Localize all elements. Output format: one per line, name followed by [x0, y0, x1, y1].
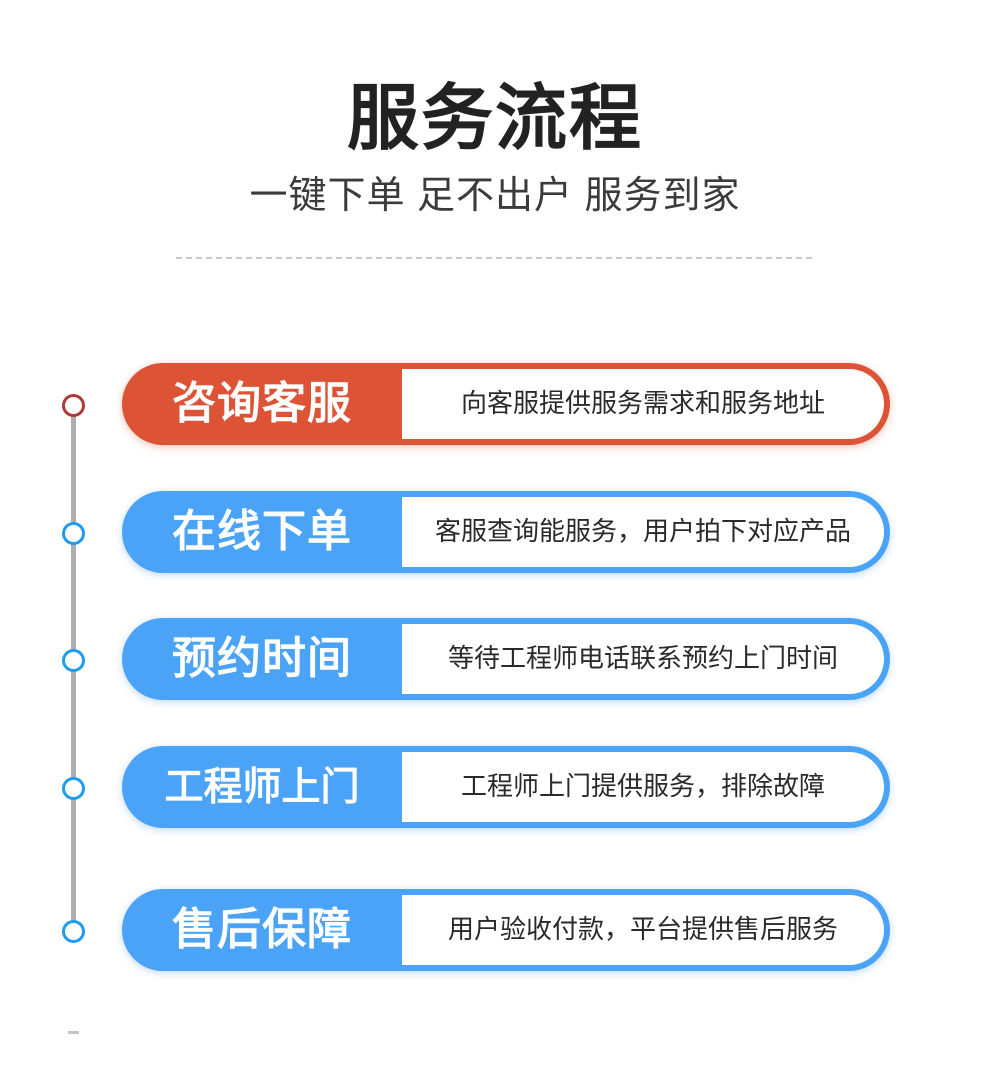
timeline-marker-2: [62, 522, 85, 545]
step-pill-4[interactable]: 工程师上门 工程师上门提供服务，排除故障: [122, 746, 890, 828]
timeline-marker-1: [62, 394, 85, 417]
page-header: 服务流程 一键下单 足不出户 服务到家: [0, 0, 990, 220]
step-label-5: 售后保障: [172, 905, 352, 954]
step-label-1: 咨询客服: [172, 379, 352, 428]
step-row-2[interactable]: 在线下单 客服查询能服务，用户拍下对应产品: [122, 491, 890, 573]
step-desc-1: 向客服提供服务需求和服务地址: [402, 366, 887, 442]
step-pill-3[interactable]: 预约时间 等待工程师电话联系预约上门时间: [122, 618, 890, 700]
step-pill-1[interactable]: 咨询客服 向客服提供服务需求和服务地址: [122, 363, 890, 445]
timeline-marker-3: [62, 649, 85, 672]
header-divider: [176, 257, 812, 259]
step-pill-2[interactable]: 在线下单 客服查询能服务，用户拍下对应产品: [122, 491, 890, 573]
timeline-marker-5: [62, 920, 85, 943]
page-title: 服务流程: [346, 79, 643, 159]
step-label-2: 在线下单: [172, 507, 352, 556]
step-desc-5: 用户验收付款，平台提供售后服务: [402, 892, 887, 968]
step-desc-3: 等待工程师电话联系预约上门时间: [402, 621, 887, 697]
step-desc-2: 客服查询能服务，用户拍下对应产品: [402, 494, 887, 570]
step-row-1[interactable]: 咨询客服 向客服提供服务需求和服务地址: [122, 363, 890, 445]
page-subtitle: 一键下单 足不出户 服务到家: [249, 175, 741, 217]
timeline-marker-4: [62, 777, 85, 800]
step-desc-4: 工程师上门提供服务，排除故障: [402, 749, 887, 825]
step-row-3[interactable]: 预约时间 等待工程师电话联系预约上门时间: [122, 618, 890, 700]
step-label-3: 预约时间: [172, 634, 352, 683]
step-pill-5[interactable]: 售后保障 用户验收付款，平台提供售后服务: [122, 889, 890, 971]
step-label-4: 工程师上门: [164, 765, 360, 809]
timeline-tail-dash: [68, 1031, 79, 1034]
step-row-4[interactable]: 工程师上门 工程师上门提供服务，排除故障: [122, 746, 890, 828]
service-process-timeline: 咨询客服 向客服提供服务需求和服务地址 在线下单 客服查询能服务，用户拍下对应产…: [0, 363, 990, 1034]
step-row-5[interactable]: 售后保障 用户验收付款，平台提供售后服务: [122, 889, 890, 971]
